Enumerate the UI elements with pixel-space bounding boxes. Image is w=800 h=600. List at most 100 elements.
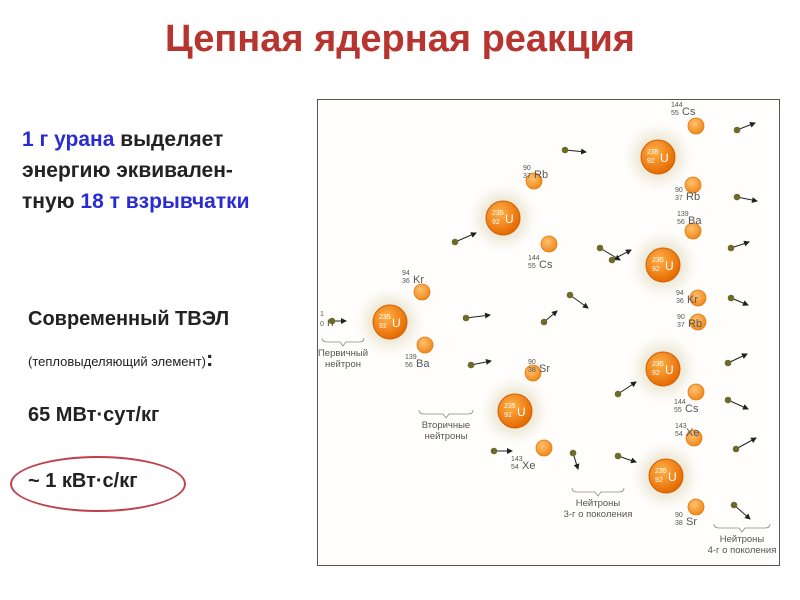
neutron-arrow — [454, 232, 477, 243]
neutron-arrow — [736, 196, 758, 203]
fragment-symbol-6: Cs — [682, 106, 696, 118]
fragment-charge-13: 38 — [675, 520, 683, 527]
neutron-arrow — [569, 294, 589, 309]
highlight-ellipse — [10, 456, 186, 512]
neutron-dot — [730, 501, 738, 509]
uranium-symbol: U — [517, 405, 526, 419]
uranium-mass: 235 — [652, 361, 664, 368]
fragment-charge-2: 37 — [523, 173, 531, 180]
uranium-nucleus — [645, 247, 681, 283]
uranium-charge: 92 — [492, 219, 500, 226]
fragment-nucleus-1 — [416, 336, 434, 354]
fragment-mass-8: 139 — [677, 211, 689, 218]
chain-reaction-svg: 10n23592U9436Kr13956Ba23592U23592U9037Rb… — [318, 102, 777, 556]
neutron-dot — [733, 193, 741, 201]
third-gen-label-line-1: 3-г о поколения — [564, 509, 633, 520]
neutron-arrow — [465, 312, 491, 319]
fragment-charge-0: 36 — [402, 278, 410, 285]
neutron-dot — [614, 390, 622, 398]
fragment-charge-4: 38 — [528, 367, 536, 374]
tvel-power-alt: ~ 1 кВт·с/кг — [28, 470, 138, 492]
uranium-nucleus — [645, 351, 681, 387]
fragment-charge-1: 56 — [405, 362, 413, 369]
tvel-colon: : — [206, 346, 214, 371]
neutron-dot — [328, 317, 336, 325]
neutron-dot — [614, 452, 622, 460]
neutron-dot — [540, 318, 548, 326]
uranium-mass: 235 — [492, 210, 504, 217]
fragment-nucleus-5 — [535, 439, 553, 457]
fragment-mass-11: 144 — [674, 399, 686, 406]
fragment-mass-5: 143 — [511, 456, 523, 463]
page-title: Цепная ядерная реакция — [165, 18, 635, 60]
uranium-mass: 235 — [647, 149, 659, 156]
third-gen-label-line-0: Нейтроны — [576, 498, 621, 509]
fragment-charge-12: 54 — [675, 431, 683, 438]
energy-line3-start: тную — [22, 190, 81, 213]
fragment-symbol-7: Rb — [686, 191, 700, 203]
neutron-dot — [733, 126, 741, 134]
uranium-nucleus — [640, 139, 676, 175]
primary-neutron-label-bracket — [321, 337, 365, 347]
neutron-dot — [608, 256, 616, 264]
neutron-dot — [596, 244, 604, 252]
neutron-arrow — [727, 399, 749, 410]
uranium-symbol: U — [668, 470, 677, 484]
fragment-charge-11: 55 — [674, 407, 682, 414]
uranium-nucleus — [485, 200, 521, 236]
fragment-symbol-1: Ba — [416, 358, 430, 370]
fragment-charge-10: 37 — [677, 322, 685, 329]
fragment-mass-10: 90 — [677, 314, 685, 321]
uranium-symbol: U — [505, 212, 514, 226]
fragment-mass-7: 90 — [675, 187, 683, 194]
uranium-charge: 92 — [379, 323, 387, 330]
energy-statement: 1 г урана выделяет энергию эквивален- тн… — [22, 124, 250, 217]
fragment-mass-13: 90 — [675, 512, 683, 519]
fourth-gen-label-line-0: Нейтроны — [720, 534, 765, 545]
neutron-arrow — [611, 249, 632, 261]
neutron-dot — [727, 294, 735, 302]
energy-line1-rest: выделяет — [114, 128, 224, 151]
uranium-mass: 235 — [379, 314, 391, 321]
uranium-symbol: U — [392, 316, 401, 330]
fragment-mass-1: 139 — [405, 354, 417, 361]
fragment-mass-12: 143 — [675, 423, 687, 430]
fragment-charge-7: 37 — [675, 195, 683, 202]
secondary-neutrons-label-line-0: Вторичные — [422, 420, 470, 431]
tvel-heading: Современный ТВЭЛ — [28, 308, 230, 330]
uranium-charge: 92 — [655, 477, 663, 484]
neutron-arrow — [564, 148, 587, 155]
neutron-arrow — [735, 437, 757, 450]
tvel-subtitle-text: (тепловыделяющий элемент) — [28, 354, 207, 369]
uranium-nucleus — [648, 458, 684, 494]
fragment-nucleus-9 — [689, 289, 707, 307]
fragment-nucleus-12 — [685, 429, 703, 447]
neutron-arrow — [727, 353, 748, 364]
secondary-neutrons-label-line-1: нейтроны — [425, 431, 468, 442]
fragment-nucleus-10 — [689, 313, 707, 331]
uranium-symbol: U — [660, 151, 669, 165]
fragment-mass-0: 94 — [402, 270, 410, 277]
neutron-dot — [724, 396, 732, 404]
fragment-nucleus-6 — [687, 117, 705, 135]
fragment-symbol-10: Rb — [688, 318, 702, 330]
neutron-dot — [727, 244, 735, 252]
explosive-mass-highlight: 18 т взрывчатки — [80, 190, 250, 213]
fragment-charge-3: 55 — [528, 263, 536, 270]
fragment-nucleus-2 — [525, 172, 543, 190]
neutron-dot — [451, 238, 459, 246]
fragment-nucleus-8 — [684, 222, 702, 240]
neutron-dot — [724, 359, 732, 367]
uranium-mass: 235 — [652, 257, 664, 264]
neutron-dot — [569, 449, 577, 457]
fragment-charge-5: 54 — [511, 464, 519, 471]
fragment-mass-3: 144 — [528, 255, 540, 262]
fragment-mass-6: 144 — [671, 102, 683, 109]
fragment-mass-9: 94 — [676, 290, 684, 297]
fourth-gen-label-line-1: 4-г о поколения — [708, 545, 777, 556]
uranium-mass: 235 — [655, 468, 667, 475]
uranium-nucleus — [497, 393, 533, 429]
neutron-dot — [462, 314, 470, 322]
neutron-dot — [467, 361, 475, 369]
uranium-charge: 92 — [647, 158, 655, 165]
